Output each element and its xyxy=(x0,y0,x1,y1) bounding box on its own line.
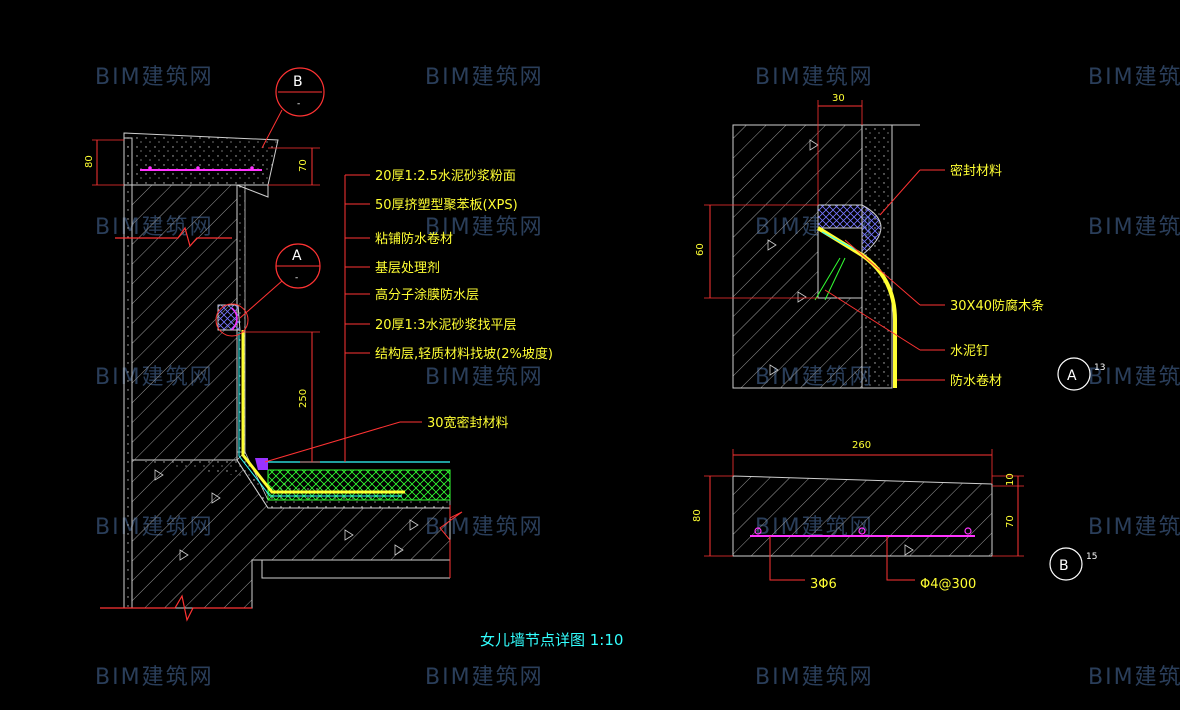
layer-label: 50厚挤塑型聚苯板(XPS) xyxy=(375,198,518,213)
callout-a: A - xyxy=(215,243,321,337)
layer-label: 结构层,轻质材料找坡(2%坡度) xyxy=(375,346,553,362)
detail-a-label: 30X40防腐木条 xyxy=(950,298,1044,314)
layer-label: 20厚1:2.5水泥砂浆粉面 xyxy=(375,169,516,184)
waterproof-membrane xyxy=(241,330,405,494)
callout-b: B - xyxy=(261,67,325,149)
detail-a-label: 水泥钉 xyxy=(950,344,989,359)
seal-note: 30宽密封材料 xyxy=(427,415,509,431)
plaster-layer xyxy=(123,137,133,609)
watermark: BIM建筑网 xyxy=(1088,515,1180,540)
drawing-title: 女儿墙节点详图 1:10 xyxy=(480,631,623,649)
dim-top-left: 80 xyxy=(84,155,95,168)
detail-b-dim-width: 260 xyxy=(852,440,871,451)
detail-b-tag-sub: 15 xyxy=(1086,552,1097,562)
detail-b-tag: B xyxy=(1059,558,1069,574)
layer-label: 20厚1:3水泥砂浆找平层 xyxy=(375,318,516,333)
watermark: BIM建筑网 xyxy=(425,365,544,390)
watermark: BIM建筑网 xyxy=(425,65,544,90)
detail-a-plaster xyxy=(861,124,893,389)
detail-a-label: 密封材料 xyxy=(950,163,1002,179)
detail-a-label: 防水卷材 xyxy=(950,373,1002,389)
detail-b-label: 3Φ6 xyxy=(810,577,837,592)
detail-b-dim-height: 80 xyxy=(692,509,703,522)
callout-b-sub: - xyxy=(297,99,300,109)
detail-a: 30 60 密封材料 30X40防腐木条 水泥钉 防水卷材 A 13 xyxy=(695,93,1105,391)
dim-top-right: 70 xyxy=(298,159,309,172)
detail-b: 260 80 10 70 3Φ6 Φ4@300 B 15 xyxy=(692,440,1097,592)
detail-a-tag-sub: 13 xyxy=(1094,363,1105,373)
coping-section xyxy=(732,475,993,557)
watermark: BIM建筑网 xyxy=(425,665,544,690)
watermark: BIM建筑网 xyxy=(95,665,214,690)
watermark: BIM建筑网 xyxy=(1088,215,1180,240)
callout-b-letter: B xyxy=(293,74,303,90)
dim-upturn: 250 xyxy=(298,389,309,408)
detail-a-tag: A xyxy=(1067,368,1077,384)
watermark: BIM建筑网 xyxy=(1088,65,1180,90)
detail-b-dim-right-top: 10 xyxy=(1005,473,1016,486)
layer-label: 粘铺防水卷材 xyxy=(375,231,453,247)
layer-label: 基层处理剂 xyxy=(375,261,440,276)
callout-a-sub: - xyxy=(295,273,298,283)
detail-a-dim-top: 30 xyxy=(832,93,845,104)
detail-b-dim-right-bottom: 70 xyxy=(1005,515,1016,528)
watermark: BIM建筑网 xyxy=(95,65,214,90)
layer-annotations: 20厚1:2.5水泥砂浆粉面 50厚挤塑型聚苯板(XPS) 粘铺防水卷材 基层处… xyxy=(264,169,553,463)
detail-a-dim-left: 60 xyxy=(695,243,706,256)
watermark: BIM建筑网 xyxy=(755,65,874,90)
watermark: BIM建筑网 xyxy=(1088,365,1180,390)
coping xyxy=(123,132,279,186)
callout-a-letter: A xyxy=(292,248,302,264)
watermark: BIM建筑网 xyxy=(755,665,874,690)
layer-label: 高分子涂膜防水层 xyxy=(375,287,479,303)
detail-b-label: Φ4@300 xyxy=(920,577,976,592)
watermark: BIM建筑网 xyxy=(1088,665,1180,690)
parapet-detail: 80 70 250 B - A - xyxy=(84,67,623,649)
wood-strip xyxy=(817,204,863,229)
main-dimensions: 80 70 250 xyxy=(84,139,320,463)
watermark: BIM建筑网 xyxy=(425,215,544,240)
